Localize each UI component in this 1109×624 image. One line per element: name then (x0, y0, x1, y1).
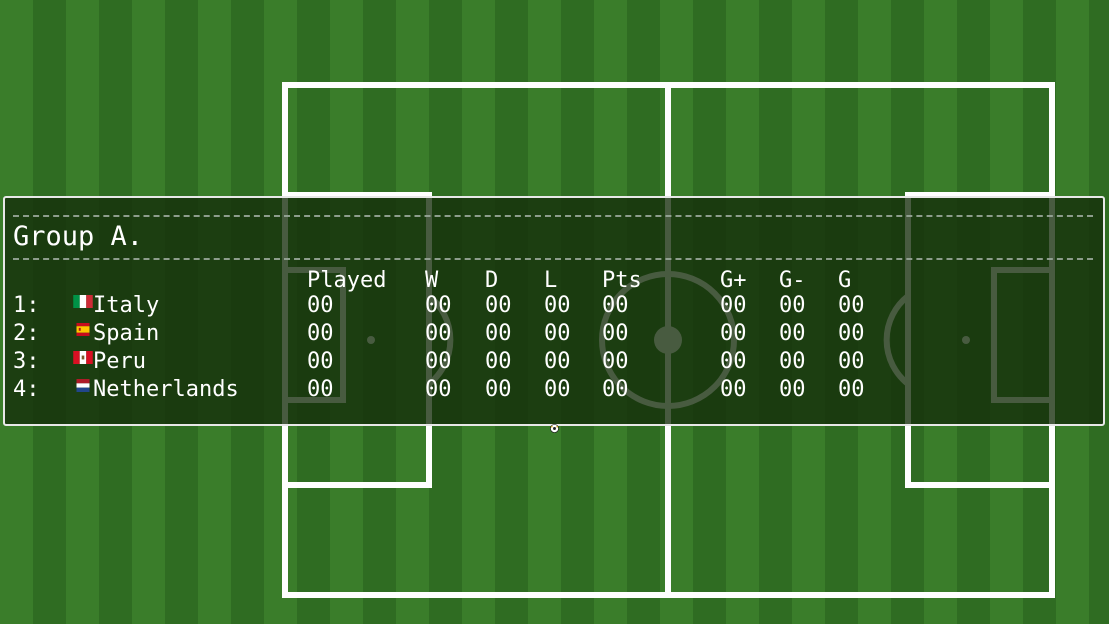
played-value: 00 (307, 293, 334, 318)
draws-value: 00 (485, 293, 512, 318)
header-divider (13, 258, 1093, 260)
column-header-wins: W (425, 268, 439, 293)
draws-value: 00 (485, 321, 512, 346)
team-name: Peru (93, 349, 146, 374)
goals-against-value: 00 (779, 293, 806, 318)
wins-value: 00 (425, 349, 452, 374)
points-value: 00 (602, 321, 629, 346)
played-value: 00 (307, 321, 334, 346)
wins-value: 00 (425, 293, 452, 318)
team-name: Netherlands (93, 377, 239, 402)
team-name: Spain (93, 321, 160, 346)
italy-flag-icon (73, 295, 93, 308)
losses-value: 00 (544, 349, 571, 374)
rank-label: 4: (13, 377, 40, 402)
group-title: Group A. (13, 221, 144, 252)
netherlands-flag-icon (73, 379, 93, 392)
column-header-played: Played (307, 268, 387, 293)
column-header-points: Pts (602, 268, 642, 293)
goal-difference-value: 00 (838, 349, 865, 374)
points-value: 00 (602, 377, 629, 402)
losses-value: 00 (544, 321, 571, 346)
peru-flag-icon (73, 351, 93, 364)
spain-flag-icon (73, 323, 93, 336)
wins-value: 00 (425, 321, 452, 346)
rank-label: 2: (13, 321, 40, 346)
goals-for-value: 00 (720, 377, 747, 402)
wins-value: 00 (425, 377, 452, 402)
column-header-draws: D (485, 268, 499, 293)
goals-against-value: 00 (779, 377, 806, 402)
column-header-goal-difference: G (838, 268, 852, 293)
played-value: 00 (307, 349, 334, 374)
team-name: Italy (93, 293, 160, 318)
goal-difference-value: 00 (838, 377, 865, 402)
goals-for-value: 00 (720, 293, 747, 318)
rank-label: 3: (13, 349, 40, 374)
goals-against-value: 00 (779, 321, 806, 346)
soccer-ball-icon[interactable] (550, 418, 559, 437)
losses-value: 00 (544, 377, 571, 402)
column-header-goals-against: G- (779, 268, 806, 293)
goals-for-value: 00 (720, 349, 747, 374)
points-value: 00 (602, 293, 629, 318)
goal-difference-value: 00 (838, 321, 865, 346)
top-divider (13, 215, 1093, 217)
goals-for-value: 00 (720, 321, 747, 346)
draws-value: 00 (485, 349, 512, 374)
draws-value: 00 (485, 377, 512, 402)
goals-against-value: 00 (779, 349, 806, 374)
group-standings-window: Group A. Played W D L Pts G+ G- G 1: Ita… (3, 196, 1105, 433)
rank-label: 1: (13, 293, 40, 318)
column-header-losses: L (544, 268, 558, 293)
goal-difference-value: 00 (838, 293, 865, 318)
losses-value: 00 (544, 293, 571, 318)
played-value: 00 (307, 377, 334, 402)
column-header-goals-for: G+ (720, 268, 747, 293)
points-value: 00 (602, 349, 629, 374)
